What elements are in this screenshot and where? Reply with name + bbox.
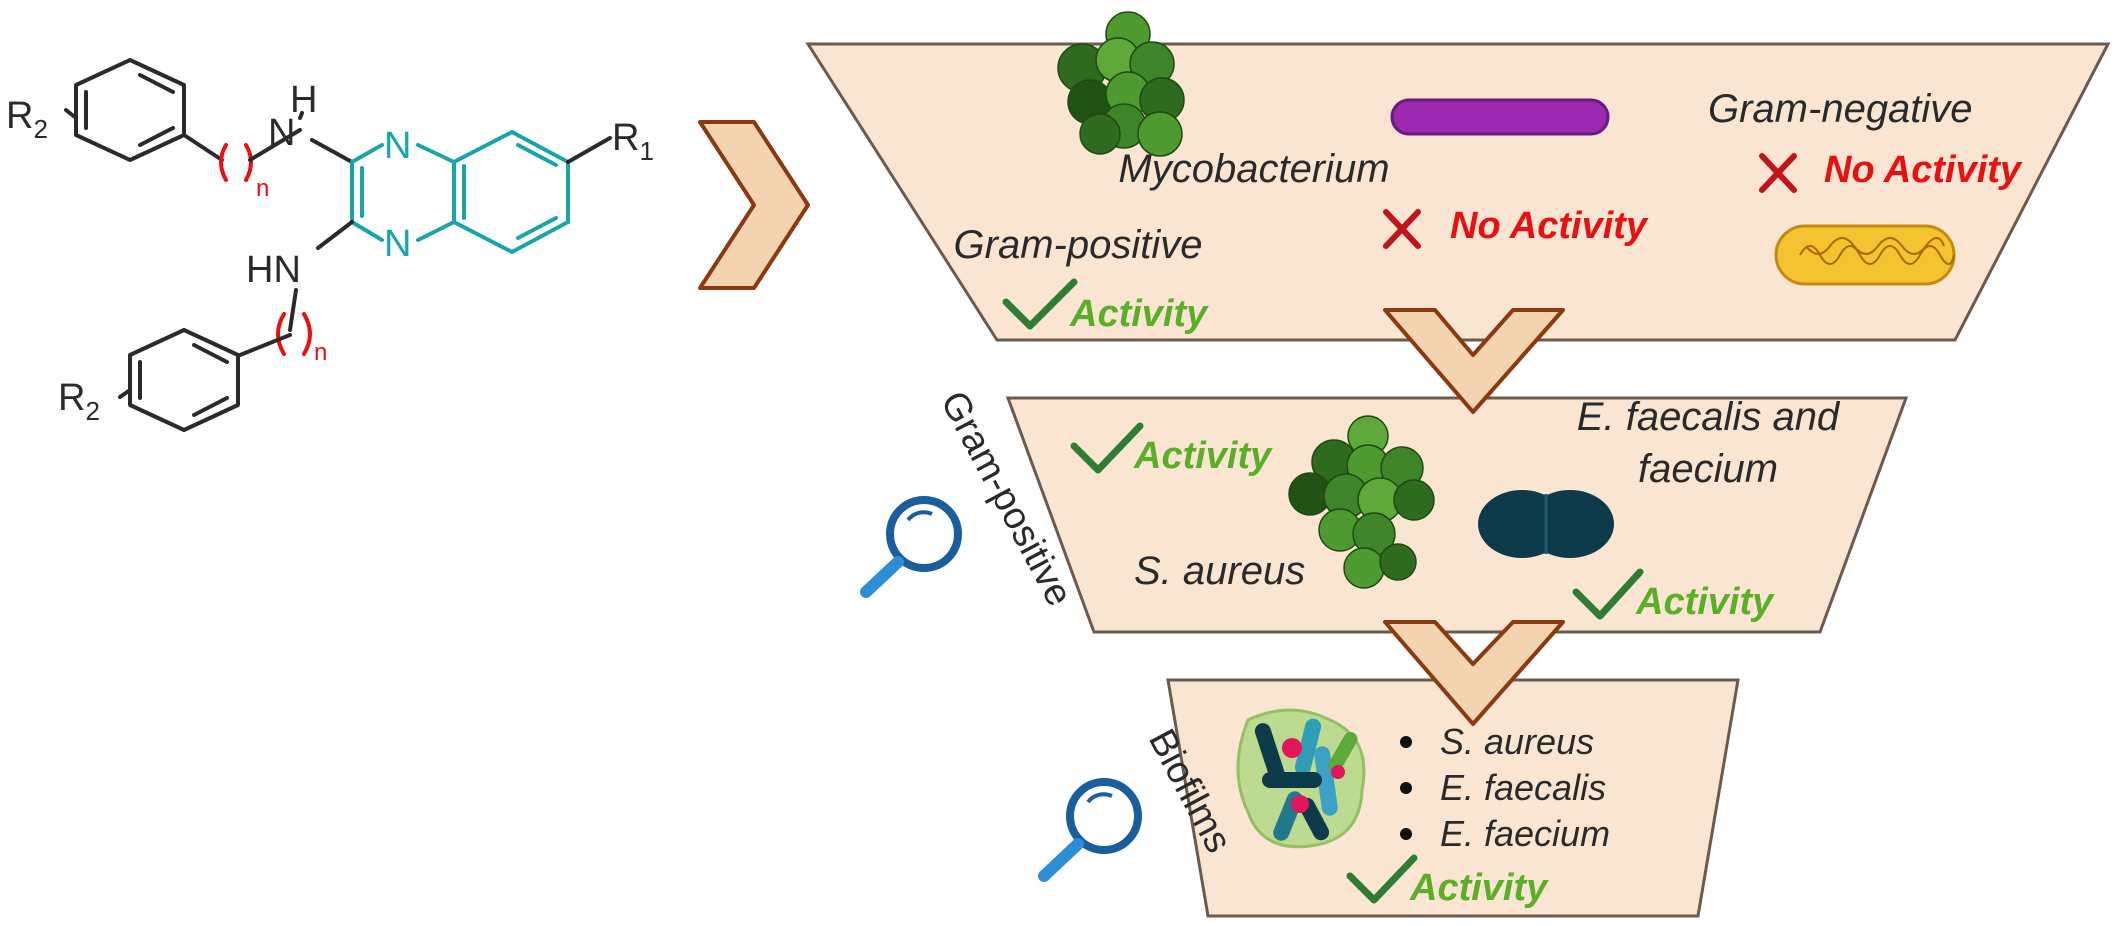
rod-bacterium-icon [1390,98,1610,136]
r2-top-label: R2 [6,95,48,144]
linker-chain-top [182,128,302,182]
n-subscript-top: n [256,175,269,202]
chevron-arrow-icon [698,120,810,290]
diplococcus-icon [1478,490,1614,558]
bullet-dot [1400,828,1412,840]
r1-bond [566,136,612,164]
activity-left-label: Activity [1133,435,1273,477]
e-faecalis-label-line2: faecium [1638,447,1778,491]
nh-to-ring-bond-top [310,138,354,164]
bullet-dot [1400,782,1412,794]
ring-n-bottom: N [384,223,411,265]
mycobacterium-result: No Activity [1450,205,1649,247]
magnifier-icon-middle [860,496,962,598]
activity-right-label: Activity [1635,581,1775,623]
magnifier-icon-bottom [1038,778,1142,882]
ring-n-top: N [384,125,411,167]
bacteria-cluster-icon-top [1057,11,1185,157]
gram-negative-result: No Activity [1824,149,2023,191]
cross-icon-gram-negative [1759,153,1797,193]
r2-bottom-label: R2 [58,377,100,426]
chevron-down-icon-1 [1383,308,1565,414]
bullet-dot [1400,736,1412,748]
checkmark-icon-middle-left [1070,422,1144,474]
r1-label: R1 [612,117,654,166]
hn-bottom-label: HN [246,249,301,291]
chevron-down-icon-2 [1383,620,1565,726]
gram-negative-bacterium-icon [1774,224,1956,286]
n-subscript-bottom: n [314,339,327,366]
e-faecalis-label-line1: E. faecalis and [1577,395,1841,439]
funnel-panel-middle [1005,396,1909,634]
bullet-item: S. aureus [1440,721,1594,762]
nh-to-ring-bond-bottom [316,220,354,250]
checkmark-icon-bottom [1346,854,1418,904]
linker-chain-bottom [238,288,312,357]
chemical-structure: R2 n H N [6,58,654,432]
biofilm-icon [1236,708,1366,849]
benzene-ring-bottom [118,328,240,432]
checkmark-icon-top [1002,278,1078,330]
gram-negative-label: Gram-negative [1708,87,1973,131]
biofilm-bullet-list: S. aureus E. faecalis E. faecium [1400,721,1610,854]
nh-top-n: N [268,112,295,154]
nh-bond [298,111,304,120]
gram-positive-result: Activity [1069,293,1209,335]
bacteria-cluster-icon-middle [1288,415,1435,589]
mycobacterium-label: Mycobacterium [1118,147,1389,191]
checkmark-icon-middle-right [1572,568,1644,620]
bullet-item: E. faecalis [1440,767,1606,808]
quinoxaline-core [350,130,570,254]
benzene-ring-top [64,58,186,162]
gram-positive-label: Gram-positive [954,223,1203,267]
s-aureus-label: S. aureus [1134,549,1305,593]
bullet-item: E. faecium [1440,813,1610,854]
biofilm-activity-label: Activity [1409,867,1549,909]
cross-icon-mycobacterium [1383,209,1421,249]
